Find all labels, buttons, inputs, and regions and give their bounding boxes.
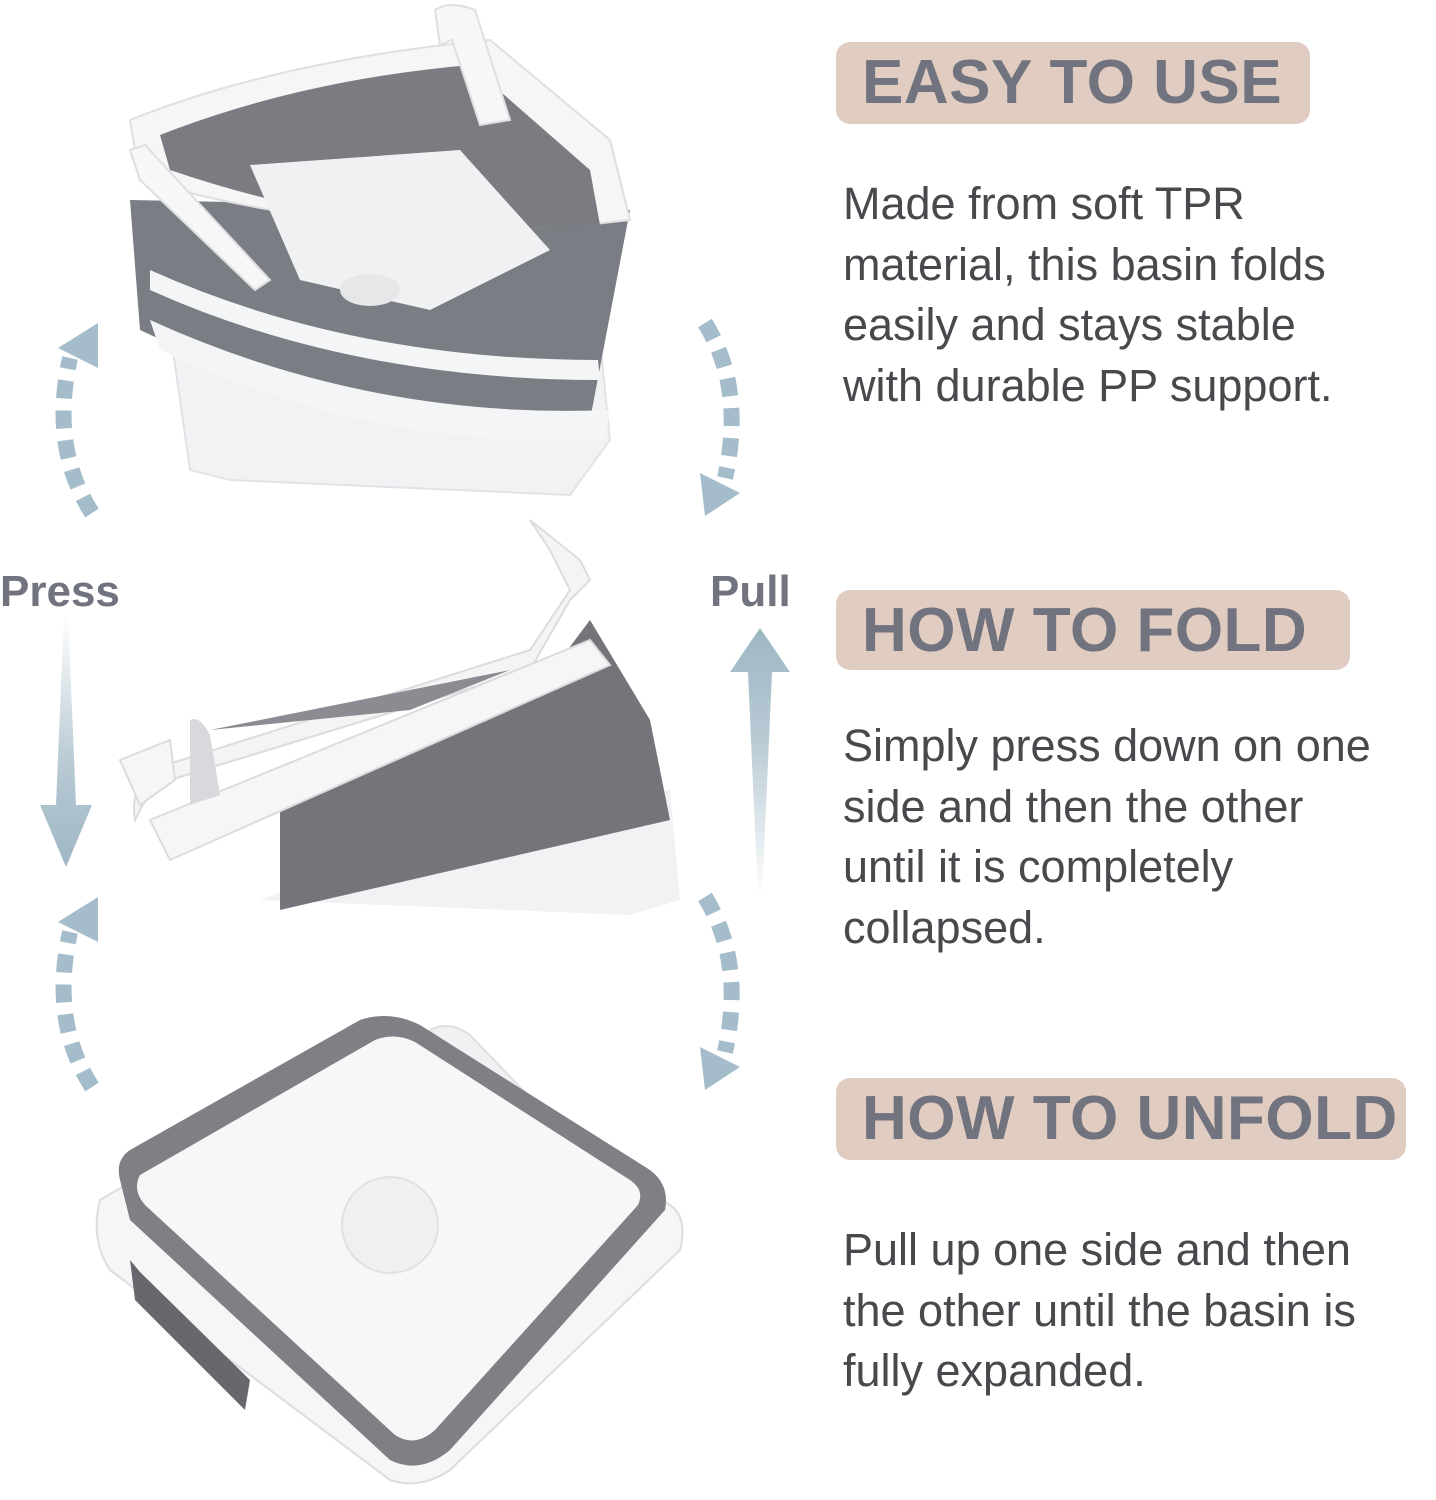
expanded-basin-image (128, 4, 632, 497)
curved-down-arrow-icon-top-right (698, 318, 740, 516)
heading-how-to-unfold: HOW TO UNFOLD (836, 1078, 1406, 1160)
easy-to-use-body: Made from soft TPR material, this basin … (843, 178, 1333, 411)
curved-up-arrow-icon-bottom-left (55, 897, 99, 1092)
curved-up-arrow-icon-top-left (55, 323, 99, 518)
pull-label: Pull (710, 567, 791, 616)
half-folded-basin-image (118, 519, 680, 915)
how-to-fold-body: Simply press down on one side and then t… (843, 720, 1371, 953)
press-label: Press (0, 567, 120, 616)
how-to-unfold-body: Pull up one side and then the other unti… (843, 1224, 1356, 1396)
curved-down-arrow-icon-bottom-right (698, 892, 740, 1090)
pull-up-arrow-icon (730, 628, 790, 898)
heading-how-to-fold: HOW TO FOLD (836, 590, 1350, 670)
collapsed-basin-image (95, 1016, 684, 1485)
heading-easy-to-use: EASY TO USE (836, 42, 1310, 124)
press-down-arrow-icon (40, 615, 92, 867)
